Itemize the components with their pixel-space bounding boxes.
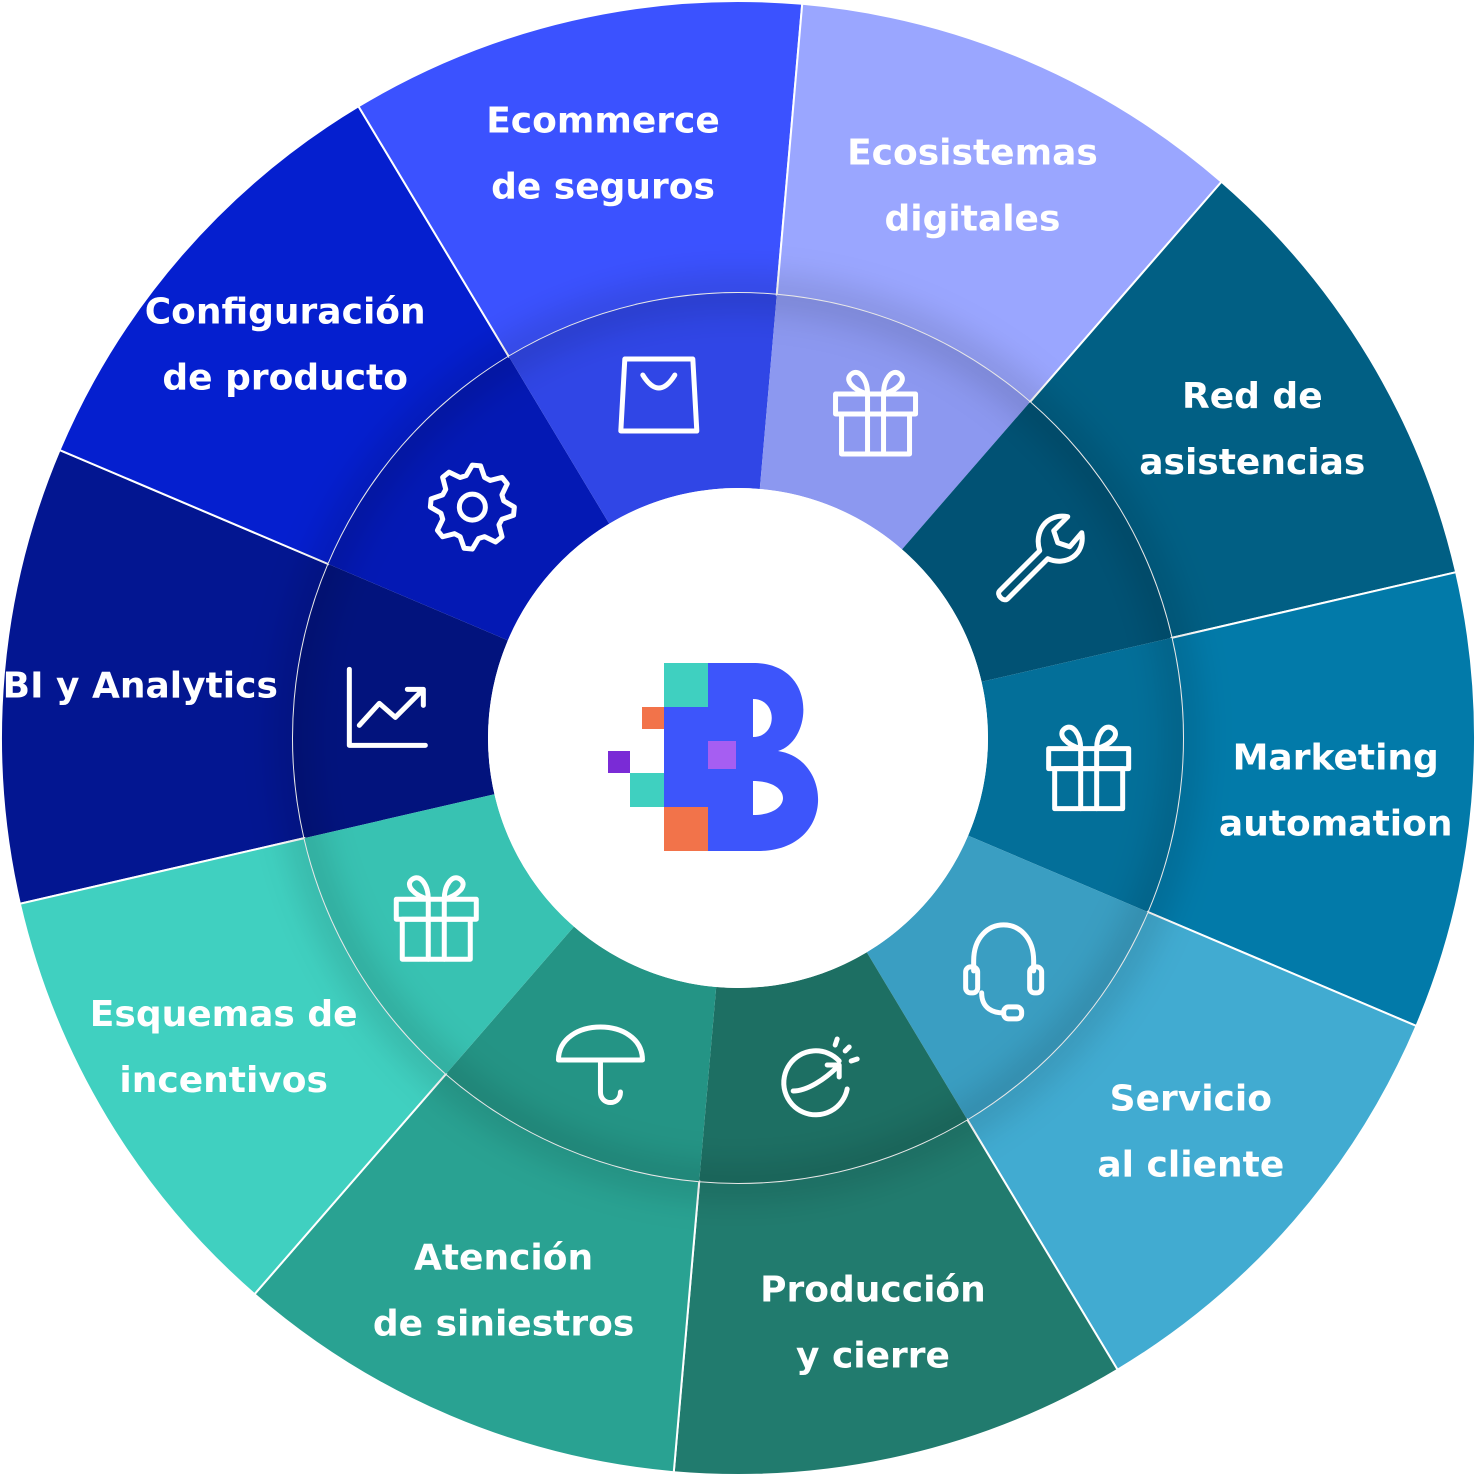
logo-letter-b <box>708 663 819 851</box>
segment-label-line: Ecommerce <box>486 100 720 141</box>
segment-label-line: Configuración <box>145 291 426 332</box>
segment-inner-bi <box>293 564 508 839</box>
segment-label-line: Marketing <box>1233 737 1439 778</box>
segment-label-line: de producto <box>162 357 408 398</box>
wrench-icon <box>996 513 1085 603</box>
logo-pixel-block <box>664 707 708 751</box>
logo-pixel-block <box>608 751 630 773</box>
segment-label-line: Ecosistemas <box>847 133 1098 174</box>
icons-layer <box>346 356 1132 1118</box>
umbrella-icon <box>555 1024 645 1105</box>
logo-pixel-block <box>664 663 708 707</box>
headset-icon <box>963 922 1045 1022</box>
segment-label-line: al cliente <box>1097 1145 1284 1186</box>
segment-label-line: de siniestros <box>373 1303 634 1344</box>
segment-label-line: Servicio <box>1110 1079 1272 1120</box>
segment-label-line: asistencias <box>1139 442 1365 483</box>
segment-inner-esquemas <box>304 794 574 1074</box>
target-icon <box>781 1036 860 1118</box>
gift-icon <box>833 370 919 457</box>
segment-label-ecosis: Ecosistemas digitales <box>847 133 1098 240</box>
segment-label-line: Esquemas de <box>90 994 358 1035</box>
segment-label-red: Red de asistencias <box>1139 376 1365 483</box>
segment-label-line: incentivos <box>119 1060 328 1101</box>
segment-label-marketing: Marketing automation <box>1219 737 1453 844</box>
segment-label-line: de seguros <box>491 166 715 207</box>
segment-label-line: BI y Analytics <box>3 666 278 707</box>
segment-label-line: Atención <box>414 1237 593 1278</box>
brand-logo <box>608 663 819 851</box>
labels-layer: BI y Analytics Configuración de producto Ec… <box>3 100 1453 1376</box>
segment-label-line: Producción <box>760 1270 986 1311</box>
segment-label-ecommerce: Ecommerce de seguros <box>486 100 720 207</box>
segment-label-line: automation <box>1219 803 1453 844</box>
logo-pixel-block <box>708 741 736 769</box>
segment-label-line: Red de <box>1182 376 1323 417</box>
logo-pixel-block <box>630 773 664 807</box>
segment-label-line: digitales <box>884 199 1060 240</box>
chart-line-icon <box>346 666 428 748</box>
gift-icon <box>1046 724 1132 812</box>
segment-label-esquemas: Esquemas de incentivos <box>90 994 358 1101</box>
segment-label-bi: BI y Analytics <box>3 666 278 707</box>
center-hub <box>488 488 988 988</box>
segment-label-servicio: Servicio al cliente <box>1097 1079 1284 1186</box>
shade-layer <box>281 281 1195 1195</box>
segment-inner-config <box>328 356 610 641</box>
segment-label-config: Configuración de producto <box>145 291 426 398</box>
segment-label-atencion: Atención de siniestros <box>373 1237 634 1344</box>
shopping-bag-icon <box>618 356 700 434</box>
segment-inner-marketing <box>968 637 1183 912</box>
gift-icon <box>393 875 479 962</box>
inner-ring-shadow <box>281 281 1195 1195</box>
segment-inner-servicio <box>866 835 1148 1120</box>
segment-label-line: y cierre <box>796 1336 950 1377</box>
logo-pixel-block <box>664 751 708 807</box>
segment-inner-ecommerce <box>508 293 777 524</box>
segment-label-produccion: Producción y cierre <box>760 1270 986 1377</box>
logo-pixel-block <box>642 707 664 729</box>
logo-pixel-block <box>664 807 708 851</box>
gear-icon <box>427 462 517 552</box>
